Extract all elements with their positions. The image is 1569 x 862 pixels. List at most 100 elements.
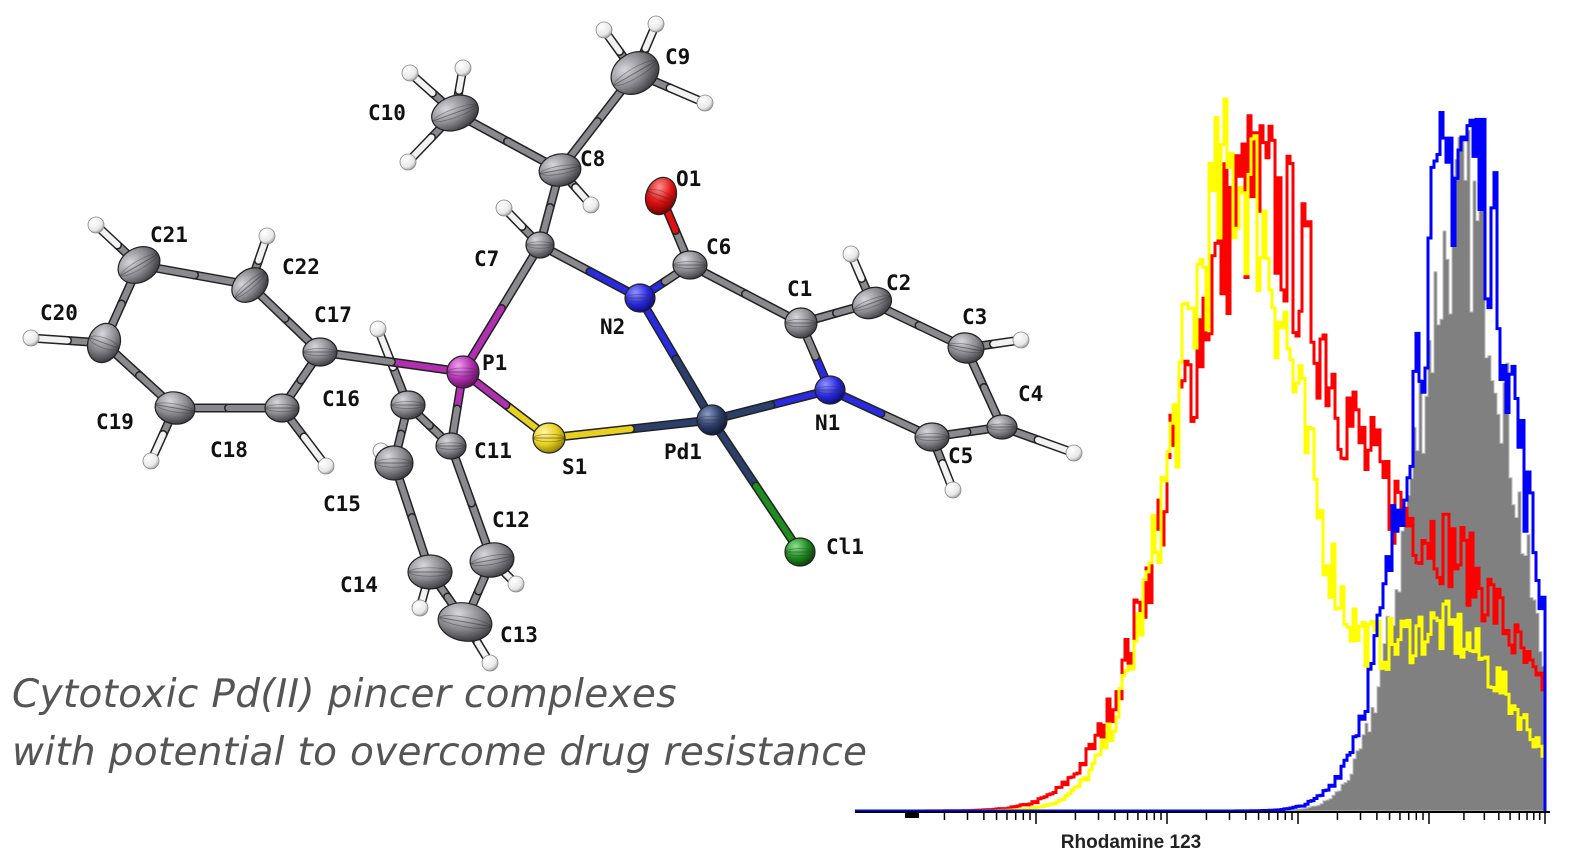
caption-line-1: Cytotoxic Pd(II) pincer complexes — [12, 672, 677, 717]
atom-label-c6: C6 — [706, 235, 731, 259]
atom-cl1 — [784, 537, 816, 567]
ellipsoid-octant-arc — [673, 261, 707, 269]
atom-label-c11: C11 — [474, 439, 512, 463]
hydrogen-atom — [317, 457, 335, 475]
atom-c2 — [851, 286, 893, 320]
atom-p1 — [446, 355, 480, 389]
hydrogen-atom — [454, 59, 472, 77]
ellipsoid-octant-arc — [155, 402, 195, 414]
histogram-series-gray — [855, 129, 1546, 812]
atom-label-c14: C14 — [340, 573, 378, 597]
histogram-series-yellow — [855, 97, 1547, 813]
ellipsoid-octant-arc — [948, 342, 984, 354]
ellipsoid-octant-line — [235, 272, 265, 298]
atom-c8 — [538, 153, 582, 187]
caption-line-2: with potential to overcome drug resistan… — [12, 730, 868, 775]
atom-label-c5: C5 — [948, 444, 973, 468]
bond-layer — [26, 19, 1079, 668]
atom-c18 — [264, 393, 300, 423]
ellipsoid-octant-arc — [987, 423, 1017, 431]
ellipsoid-octant-arc — [265, 404, 299, 412]
hydrogen-atom — [399, 153, 417, 171]
atom-label-c10: C10 — [368, 101, 406, 125]
hydrogen-atom — [842, 245, 860, 263]
ellipsoid-octant-arc — [436, 442, 466, 450]
atom-label-c17: C17 — [314, 303, 352, 327]
atom-c7 — [525, 231, 555, 259]
atom-label-n1: N1 — [815, 411, 840, 435]
atom-label-o1: O1 — [676, 167, 701, 191]
atom-label-c3: C3 — [962, 305, 987, 329]
ellipsoid-octant-arc — [625, 294, 655, 302]
hydrogen-atom — [696, 94, 714, 112]
atom-label-c8: C8 — [580, 147, 605, 171]
hydrogen-atom — [22, 329, 40, 347]
ellipsoid-octant-line — [647, 190, 675, 202]
atom-label-pd1: Pd1 — [664, 440, 702, 464]
hydrogen-atom — [258, 227, 276, 245]
atom-c22 — [231, 267, 269, 303]
atom-label-n2: N2 — [600, 315, 625, 339]
ellipsoid-octant-arc — [391, 401, 425, 409]
atom-label-cl1: Cl1 — [826, 535, 864, 559]
ellipsoid-octant-arc — [613, 59, 657, 87]
ellipsoid-octant-arc — [234, 272, 266, 298]
ellipsoid-octant-arc — [785, 548, 815, 556]
ellipsoid-octant-arc — [539, 164, 581, 176]
atom-label-c9: C9 — [665, 45, 690, 69]
ellipsoid-octant-arc — [89, 335, 119, 351]
hydrogen-atom — [369, 320, 387, 338]
ellipsoid-octant-arc — [408, 567, 452, 577]
hydrogen-atom — [481, 654, 499, 672]
atom-c20 — [86, 322, 122, 364]
atom-label-p1: P1 — [482, 351, 507, 375]
atom-c4 — [986, 414, 1018, 440]
atom-label-c7: C7 — [474, 247, 499, 271]
atom-c13 — [437, 602, 493, 642]
atom-label-c21: C21 — [150, 223, 188, 247]
ellipsoid-octant-arc — [647, 188, 675, 204]
atom-label-c1: C1 — [787, 277, 812, 301]
hydrogen-atom — [401, 64, 419, 82]
atom-label-c19: C19 — [96, 410, 134, 434]
ellipsoid-octant-arc — [433, 103, 477, 123]
x-axis-ticks — [943, 812, 1546, 824]
atom-c1 — [784, 307, 818, 339]
flow-cytometry-histogram: Rhodamine 123 — [855, 97, 1550, 853]
ellipsoid-octant-arc — [120, 253, 158, 277]
atom-label-c13: C13 — [500, 623, 538, 647]
atom-c9 — [610, 51, 660, 95]
atom-pd1 — [696, 404, 728, 436]
hydrogen-atom — [411, 599, 429, 617]
atom-c12 — [469, 542, 515, 578]
atom-c11 — [435, 432, 467, 460]
ellipsoid-octant-line — [433, 104, 477, 122]
ellipsoid-octant-arc — [815, 386, 845, 394]
ellipsoid-octant-arc — [785, 318, 817, 328]
atom-c3 — [947, 332, 985, 364]
atom-c10 — [431, 94, 479, 132]
atom-label-c15: C15 — [323, 492, 361, 516]
atom-layer — [22, 15, 1083, 672]
ellipsoid-octant-line — [949, 344, 983, 352]
x-axis-origin-marker — [905, 812, 919, 818]
atom-c15 — [374, 445, 414, 481]
atom-label-c22: C22 — [282, 255, 320, 279]
atom-label-c4: C4 — [1018, 382, 1043, 406]
hydrogen-atom — [87, 216, 105, 234]
hydrogen-atom — [595, 21, 613, 39]
ellipsoid-octant-line — [614, 60, 656, 86]
atom-c16 — [390, 390, 426, 420]
ellipsoid-octant-line — [471, 555, 513, 565]
atom-s1 — [532, 422, 566, 454]
hydrogen-atom — [1012, 331, 1030, 349]
atom-c14 — [407, 554, 453, 590]
ellipsoid-octant-line — [156, 404, 194, 412]
ellipsoid-octant-line — [540, 166, 580, 174]
atom-c21 — [117, 246, 161, 284]
ellipsoid-octant-arc — [447, 367, 479, 377]
ellipsoid-octant-arc — [375, 458, 413, 468]
